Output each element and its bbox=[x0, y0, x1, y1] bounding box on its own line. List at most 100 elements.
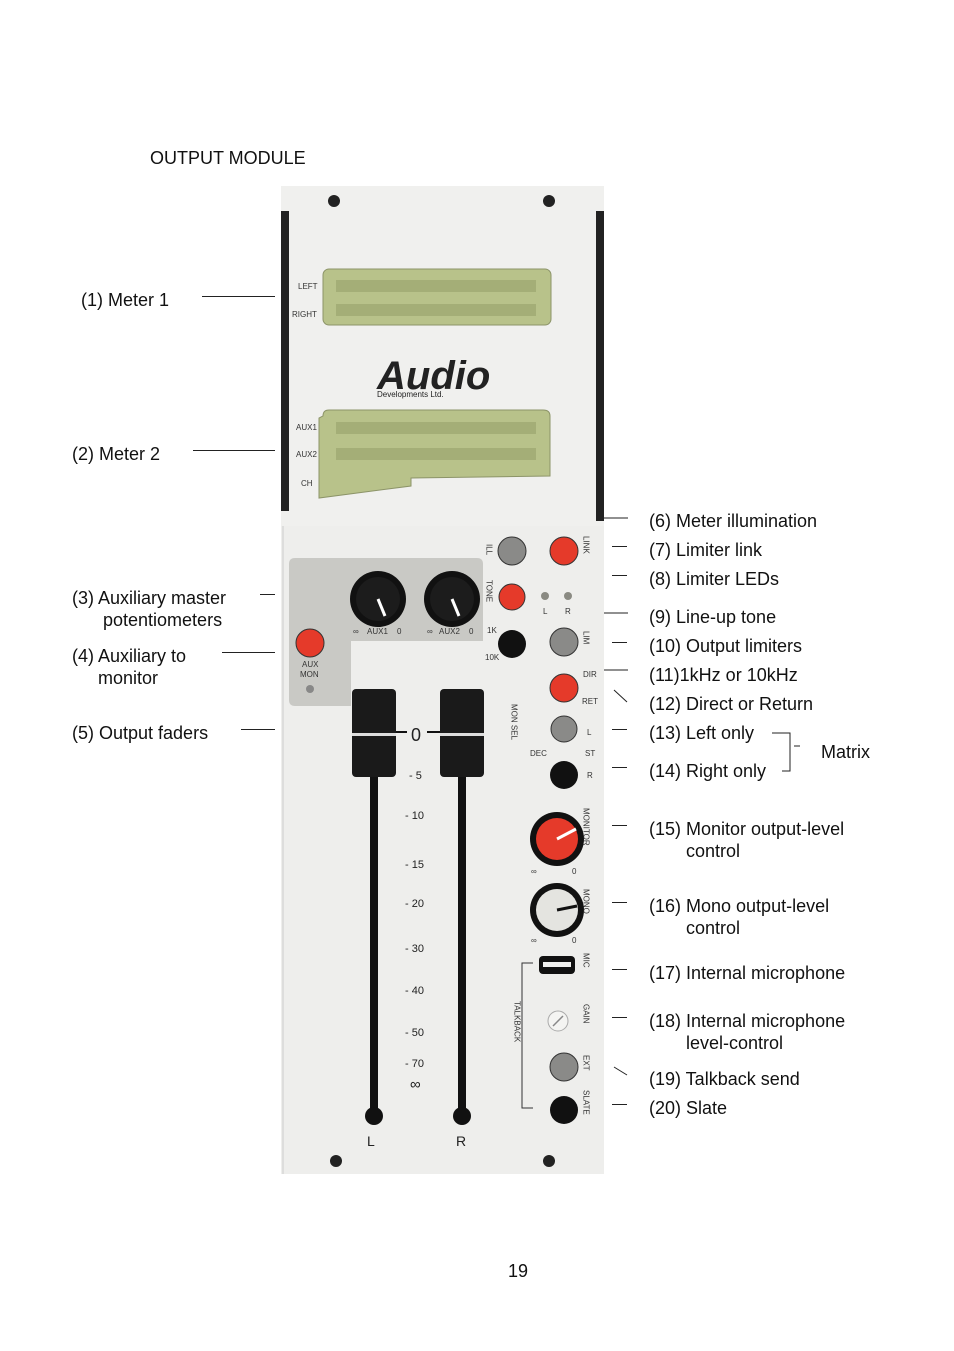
brand-logo: Audio bbox=[376, 354, 490, 398]
ill-label: ILL bbox=[485, 544, 494, 556]
trim-slot bbox=[552, 1015, 564, 1027]
microphone-slot bbox=[543, 962, 571, 967]
leader-line bbox=[612, 902, 627, 903]
callout-text: potentiometers bbox=[103, 610, 223, 630]
meter-1-scale-left bbox=[336, 280, 536, 292]
matrix-bracket bbox=[772, 732, 791, 772]
matrix-left-button[interactable] bbox=[550, 715, 578, 743]
aux1-knob-pointer bbox=[376, 598, 387, 617]
sel-l-label: L bbox=[587, 728, 592, 737]
callout-aux-master: (3) Auxiliary master potentiometers bbox=[72, 587, 226, 631]
talkback-send-button[interactable] bbox=[549, 1052, 579, 1082]
callout-text: (4) Auxiliary to bbox=[72, 646, 187, 666]
ret-label: RET bbox=[582, 697, 598, 706]
screw-icon bbox=[330, 1155, 342, 1167]
mono-label: MONO bbox=[582, 889, 591, 914]
aux2-knob-pointer bbox=[450, 598, 461, 617]
fader-track-left bbox=[370, 696, 378, 1116]
callout-meter-illumination: (6) Meter illumination bbox=[649, 511, 818, 531]
leader-line bbox=[613, 689, 628, 703]
leader-line bbox=[612, 767, 627, 768]
callout-monitor-level: (15) Monitor output-level control bbox=[649, 818, 844, 862]
screw-icon bbox=[328, 195, 340, 207]
aux-mon-led bbox=[306, 685, 314, 693]
monitor-knob-pointer bbox=[556, 827, 577, 841]
mono-zero-label: 0 bbox=[572, 936, 577, 945]
fader-screw-icon bbox=[365, 1107, 383, 1125]
link-button[interactable] bbox=[549, 536, 579, 566]
aux-mon-label: AUX bbox=[302, 660, 319, 669]
fader-scale-inf: ∞ bbox=[410, 1076, 421, 1093]
limiter-led-left bbox=[541, 592, 549, 600]
callout-internal-mic: (17) Internal microphone bbox=[649, 963, 846, 983]
page-number: 19 bbox=[508, 1261, 529, 1281]
fader-scale-70: - 70 bbox=[405, 1058, 424, 1070]
limiter-led-right bbox=[564, 592, 572, 600]
leader-line bbox=[193, 450, 275, 451]
matrix-right-button[interactable] bbox=[550, 761, 578, 789]
lim-label: LIM bbox=[582, 631, 591, 645]
callout-text: (16) Mono output-level bbox=[649, 896, 830, 916]
callout-limiter-link: (7) Limiter link bbox=[649, 540, 763, 560]
monitor-zero-label: 0 bbox=[572, 867, 577, 876]
10k-label: 10K bbox=[485, 653, 500, 662]
meter-1-scale-right bbox=[336, 304, 536, 316]
callout-right-only: (14) Right only bbox=[649, 761, 767, 781]
meter-2-aux2-label: AUX2 bbox=[296, 450, 317, 459]
talkback-bracket bbox=[521, 962, 533, 1109]
dir-ret-button[interactable] bbox=[549, 673, 579, 703]
leader-line bbox=[612, 969, 627, 970]
meter-2-aux1-label: AUX1 bbox=[296, 423, 317, 432]
callout-aux-monitor: (4) Auxiliary to monitor bbox=[72, 645, 186, 689]
mono-inf-label: ∞ bbox=[531, 936, 537, 945]
callout-lineup-tone: (9) Line-up tone bbox=[649, 607, 777, 627]
leader-line bbox=[612, 546, 627, 547]
page-title: OUTPUT MODULE bbox=[150, 148, 306, 168]
fader-scale-40: - 40 bbox=[405, 985, 424, 997]
fader-left-label: L bbox=[367, 1133, 375, 1149]
talkback-label: TALKBACK bbox=[513, 1001, 522, 1043]
leader-line bbox=[612, 575, 627, 576]
callout-text: (3) Auxiliary master bbox=[72, 588, 227, 608]
monitor-label: MONITOR bbox=[582, 808, 591, 846]
mono-knob-pointer bbox=[556, 904, 578, 912]
1k-10k-button[interactable] bbox=[498, 630, 526, 658]
sel-r-label: R bbox=[587, 771, 593, 780]
fader-scale-10: - 10 bbox=[405, 810, 424, 822]
lim-button[interactable] bbox=[549, 627, 579, 657]
aux2-inf-label: ∞ bbox=[427, 627, 433, 636]
mon-sel-label: MON SEL bbox=[510, 704, 519, 741]
leader-line bbox=[612, 642, 627, 643]
1k-label: 1K bbox=[487, 626, 497, 635]
meter-2-scale-aux2 bbox=[336, 448, 536, 460]
leader-line bbox=[612, 729, 627, 730]
callout-left-only: (13) Left only bbox=[649, 723, 755, 743]
callout-text: control bbox=[686, 841, 741, 861]
meter-1-display bbox=[322, 268, 552, 326]
fader-track-right bbox=[458, 696, 466, 1116]
callout-output-limiters: (10) Output limiters bbox=[649, 636, 803, 656]
callout-text: control bbox=[686, 918, 741, 938]
callout-matrix: Matrix bbox=[821, 742, 870, 762]
bridge-edge-left bbox=[281, 211, 289, 511]
leader-line bbox=[612, 825, 627, 826]
tone-button[interactable] bbox=[498, 583, 526, 611]
callout-1k-10k: (11)1kHz or 10kHz bbox=[649, 665, 798, 685]
leader-line bbox=[241, 729, 275, 730]
slate-button[interactable] bbox=[550, 1096, 578, 1124]
leader-line bbox=[612, 1104, 627, 1105]
dir-label: DIR bbox=[583, 670, 597, 679]
mic-label: MIC bbox=[582, 953, 591, 968]
callout-limiter-leds: (8) Limiter LEDs bbox=[649, 569, 780, 589]
meter-1-left-label: LEFT bbox=[298, 282, 318, 291]
tone-label: TONE bbox=[485, 580, 494, 602]
dec-label: DEC bbox=[530, 749, 547, 758]
meter-1-right-label: RIGHT bbox=[292, 310, 317, 319]
aux-mon-button[interactable] bbox=[295, 628, 325, 658]
callout-text: monitor bbox=[98, 668, 159, 688]
ill-button[interactable] bbox=[497, 536, 527, 566]
gain-label: GAIN bbox=[582, 1004, 591, 1024]
callout-text: (15) Monitor output-level bbox=[649, 819, 845, 839]
brand-subtitle: Developments Ltd. bbox=[377, 390, 444, 399]
leader-line bbox=[612, 1017, 627, 1018]
